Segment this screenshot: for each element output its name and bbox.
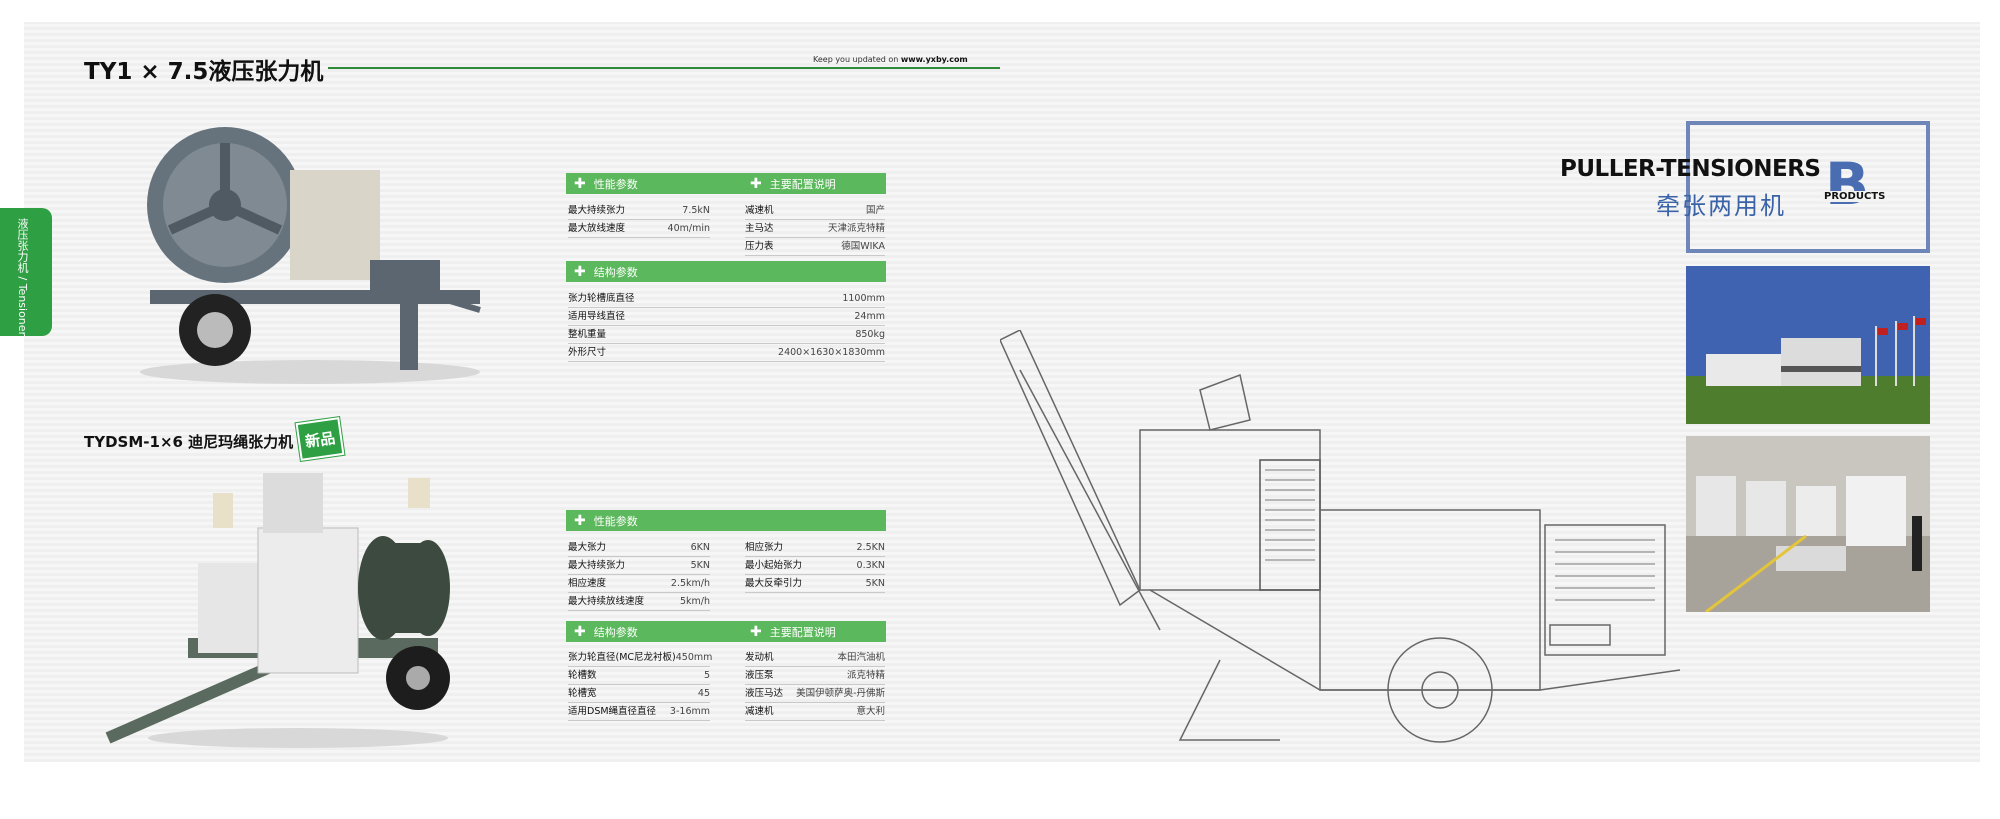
plus-icon: ✚	[574, 623, 586, 640]
factory-interior-photo	[1686, 436, 1930, 612]
struct-header-1: ✚ 结构参数	[566, 261, 886, 282]
table-row: 减速机意大利	[745, 703, 885, 721]
plus-icon: ✚	[574, 263, 586, 280]
website-note: Keep you updated on www.yxby.com	[813, 55, 968, 64]
table-row: 减速机国产	[745, 202, 885, 220]
brand-frame	[1686, 121, 1930, 253]
struct-config-header-2: ✚ 结构参数 ✚ 主要配置说明	[566, 621, 886, 642]
puller-tensioner-sketch	[1000, 330, 1681, 743]
brand-title-en: PULLER-TENSIONERS	[1560, 156, 1821, 182]
table-row: 液压马达美国伊顿萨奥-丹佛斯	[745, 685, 885, 703]
ty1-tensioner-photo	[140, 127, 481, 384]
table-row: 发动机本田汽油机	[745, 649, 885, 667]
factory-exterior-photo	[1686, 266, 1930, 424]
config-header-label: 主要配置说明	[769, 625, 836, 639]
section-letter: B	[1825, 150, 1870, 218]
website-url[interactable]: www.yxby.com	[900, 55, 968, 64]
plus-icon: ✚	[574, 175, 586, 192]
website-prefix: Keep you updated on	[813, 55, 899, 64]
perf-header-2: ✚ 性能参数	[566, 510, 886, 531]
table-row: 液压泵派克特精	[745, 667, 885, 685]
new-product-badge: 新品	[295, 417, 345, 461]
plus-icon: ✚	[750, 623, 762, 640]
table-row: 主马达天津派克特精	[745, 220, 885, 238]
struct-header-label: 结构参数	[593, 625, 638, 639]
tydsm-tensioner-photo	[105, 473, 450, 748]
side-tab-label: 液压张力机 / Tensioner	[16, 218, 29, 337]
perf-header-label: 性能参数	[593, 177, 638, 191]
config-table-1: 减速机国产 主马达天津派克特精 压力表德国WIKA	[745, 202, 885, 256]
perf-header-label: 性能参数	[593, 514, 638, 528]
table-row: 张力轮直径(MC尼龙衬板)450mm	[568, 649, 712, 667]
category-side-tab[interactable]: 液压张力机 / Tensioner	[0, 208, 52, 336]
plus-icon: ✚	[750, 175, 762, 192]
product-title-tydsm: TYDSM-1×6 迪尼玛绳张力机	[84, 433, 294, 451]
brand-title-cn: 牵张两用机	[1656, 192, 1786, 220]
product-title-ty1: TY1 × 7.5液压张力机	[84, 59, 324, 85]
perf-config-header-1: ✚ 性能参数 ✚ 主要配置说明	[566, 173, 886, 194]
products-label: PRODUCTS	[1822, 191, 1888, 202]
table-row: 压力表德国WIKA	[745, 238, 885, 256]
struct-header-label: 结构参数	[593, 265, 638, 279]
config-header-label: 主要配置说明	[769, 177, 836, 191]
title-divider	[328, 67, 1000, 69]
config-table-2: 发动机本田汽油机 液压泵派克特精 液压马达美国伊顿萨奥-丹佛斯 减速机意大利	[745, 649, 885, 721]
plus-icon: ✚	[574, 512, 586, 529]
